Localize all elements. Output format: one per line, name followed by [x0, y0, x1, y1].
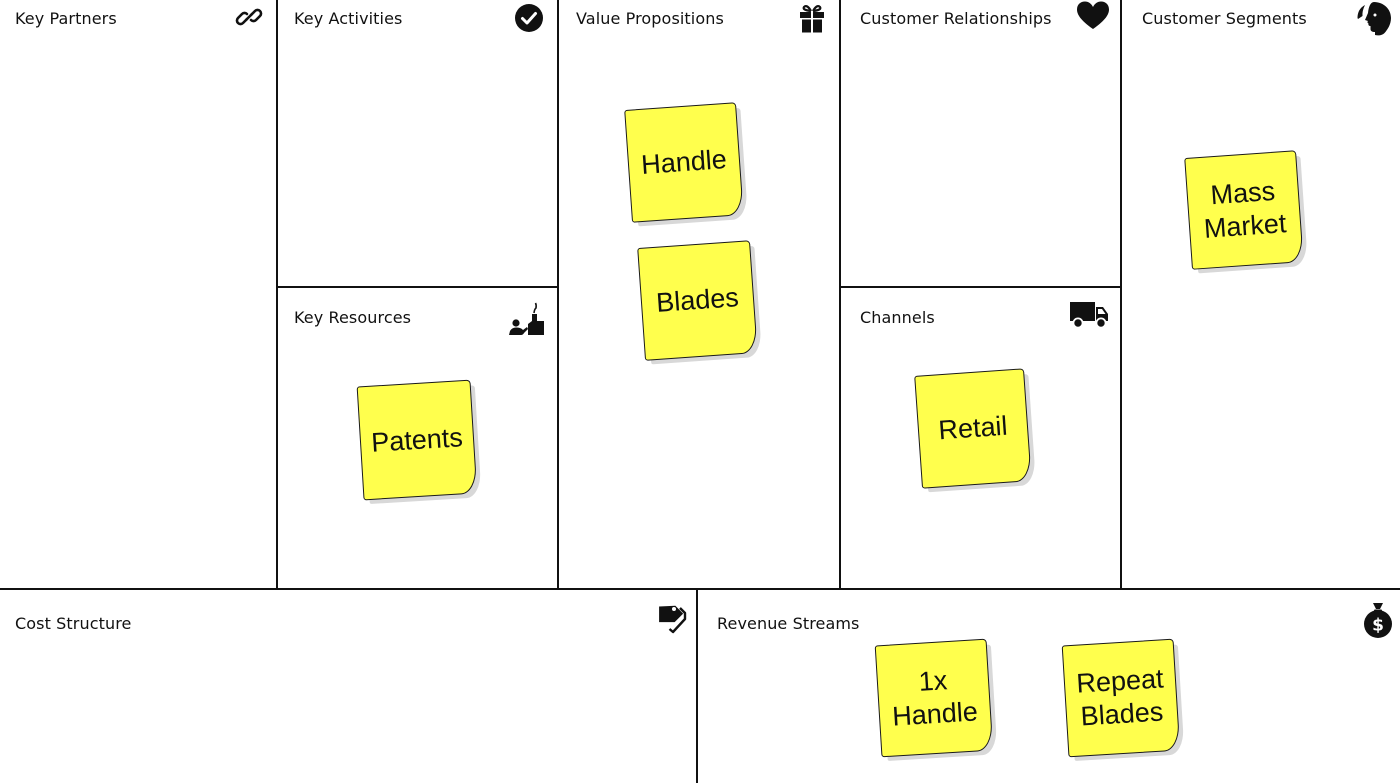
- sticky-note-1x-handle[interactable]: 1x Handle: [874, 638, 994, 758]
- block-value-propositions[interactable]: Value Propositions Handle Blades: [559, 0, 839, 588]
- block-title-cost-structure: Cost Structure: [15, 614, 132, 633]
- price-tag-icon: [655, 602, 687, 636]
- check-circle-icon: [514, 3, 544, 33]
- block-title-key-activities: Key Activities: [294, 9, 403, 28]
- block-key-resources[interactable]: Key Resources Patents: [278, 288, 557, 588]
- sticky-note-blades[interactable]: Blades: [637, 240, 758, 361]
- block-title-channels: Channels: [860, 308, 935, 327]
- money-bag-icon: $: [1362, 602, 1394, 638]
- block-title-customer-segments: Customer Segments: [1142, 9, 1307, 28]
- sticky-note-handle[interactable]: Handle: [624, 102, 744, 223]
- sticky-note-repeat-blades[interactable]: Repeat Blades: [1061, 638, 1181, 758]
- truck-icon: [1070, 301, 1109, 329]
- divider-horizontal-relationships-channels: [840, 286, 1122, 288]
- gift-icon: [797, 3, 827, 33]
- svg-text:$: $: [1372, 616, 1384, 636]
- block-key-activities[interactable]: Key Activities: [278, 0, 557, 286]
- divider-horizontal-bottom: [0, 588, 1400, 590]
- block-title-value-propositions: Value Propositions: [576, 9, 724, 28]
- divider-vertical-1: [276, 0, 278, 589]
- block-channels[interactable]: Channels Retail: [841, 288, 1120, 588]
- divider-vertical-4: [1120, 0, 1122, 589]
- sticky-note-mass-market[interactable]: Mass Market: [1184, 150, 1304, 270]
- face-profile-icon: [1356, 1, 1392, 37]
- block-cost-structure[interactable]: Cost Structure: [0, 590, 696, 783]
- link-icon: [234, 2, 264, 32]
- block-title-customer-relationships: Customer Relationships: [860, 9, 1052, 28]
- block-customer-segments[interactable]: Customer Segments Mass Market: [1122, 0, 1400, 588]
- sticky-note-retail[interactable]: Retail: [914, 368, 1032, 489]
- divider-vertical-2: [557, 0, 559, 589]
- block-title-revenue-streams: Revenue Streams: [717, 614, 860, 633]
- divider-vertical-3: [839, 0, 841, 589]
- block-key-partners[interactable]: Key Partners: [0, 0, 276, 588]
- sticky-note-patents[interactable]: Patents: [356, 379, 478, 501]
- block-title-key-partners: Key Partners: [15, 9, 117, 28]
- factory-worker-icon: [508, 300, 546, 336]
- divider-horizontal-activities-resources: [277, 286, 559, 288]
- divider-vertical-bottom: [696, 589, 698, 783]
- block-revenue-streams[interactable]: Revenue Streams $ 1x Handle Repeat Blade…: [698, 590, 1400, 783]
- heart-icon: [1077, 1, 1109, 31]
- block-customer-relationships[interactable]: Customer Relationships: [841, 0, 1120, 286]
- block-title-key-resources: Key Resources: [294, 308, 412, 327]
